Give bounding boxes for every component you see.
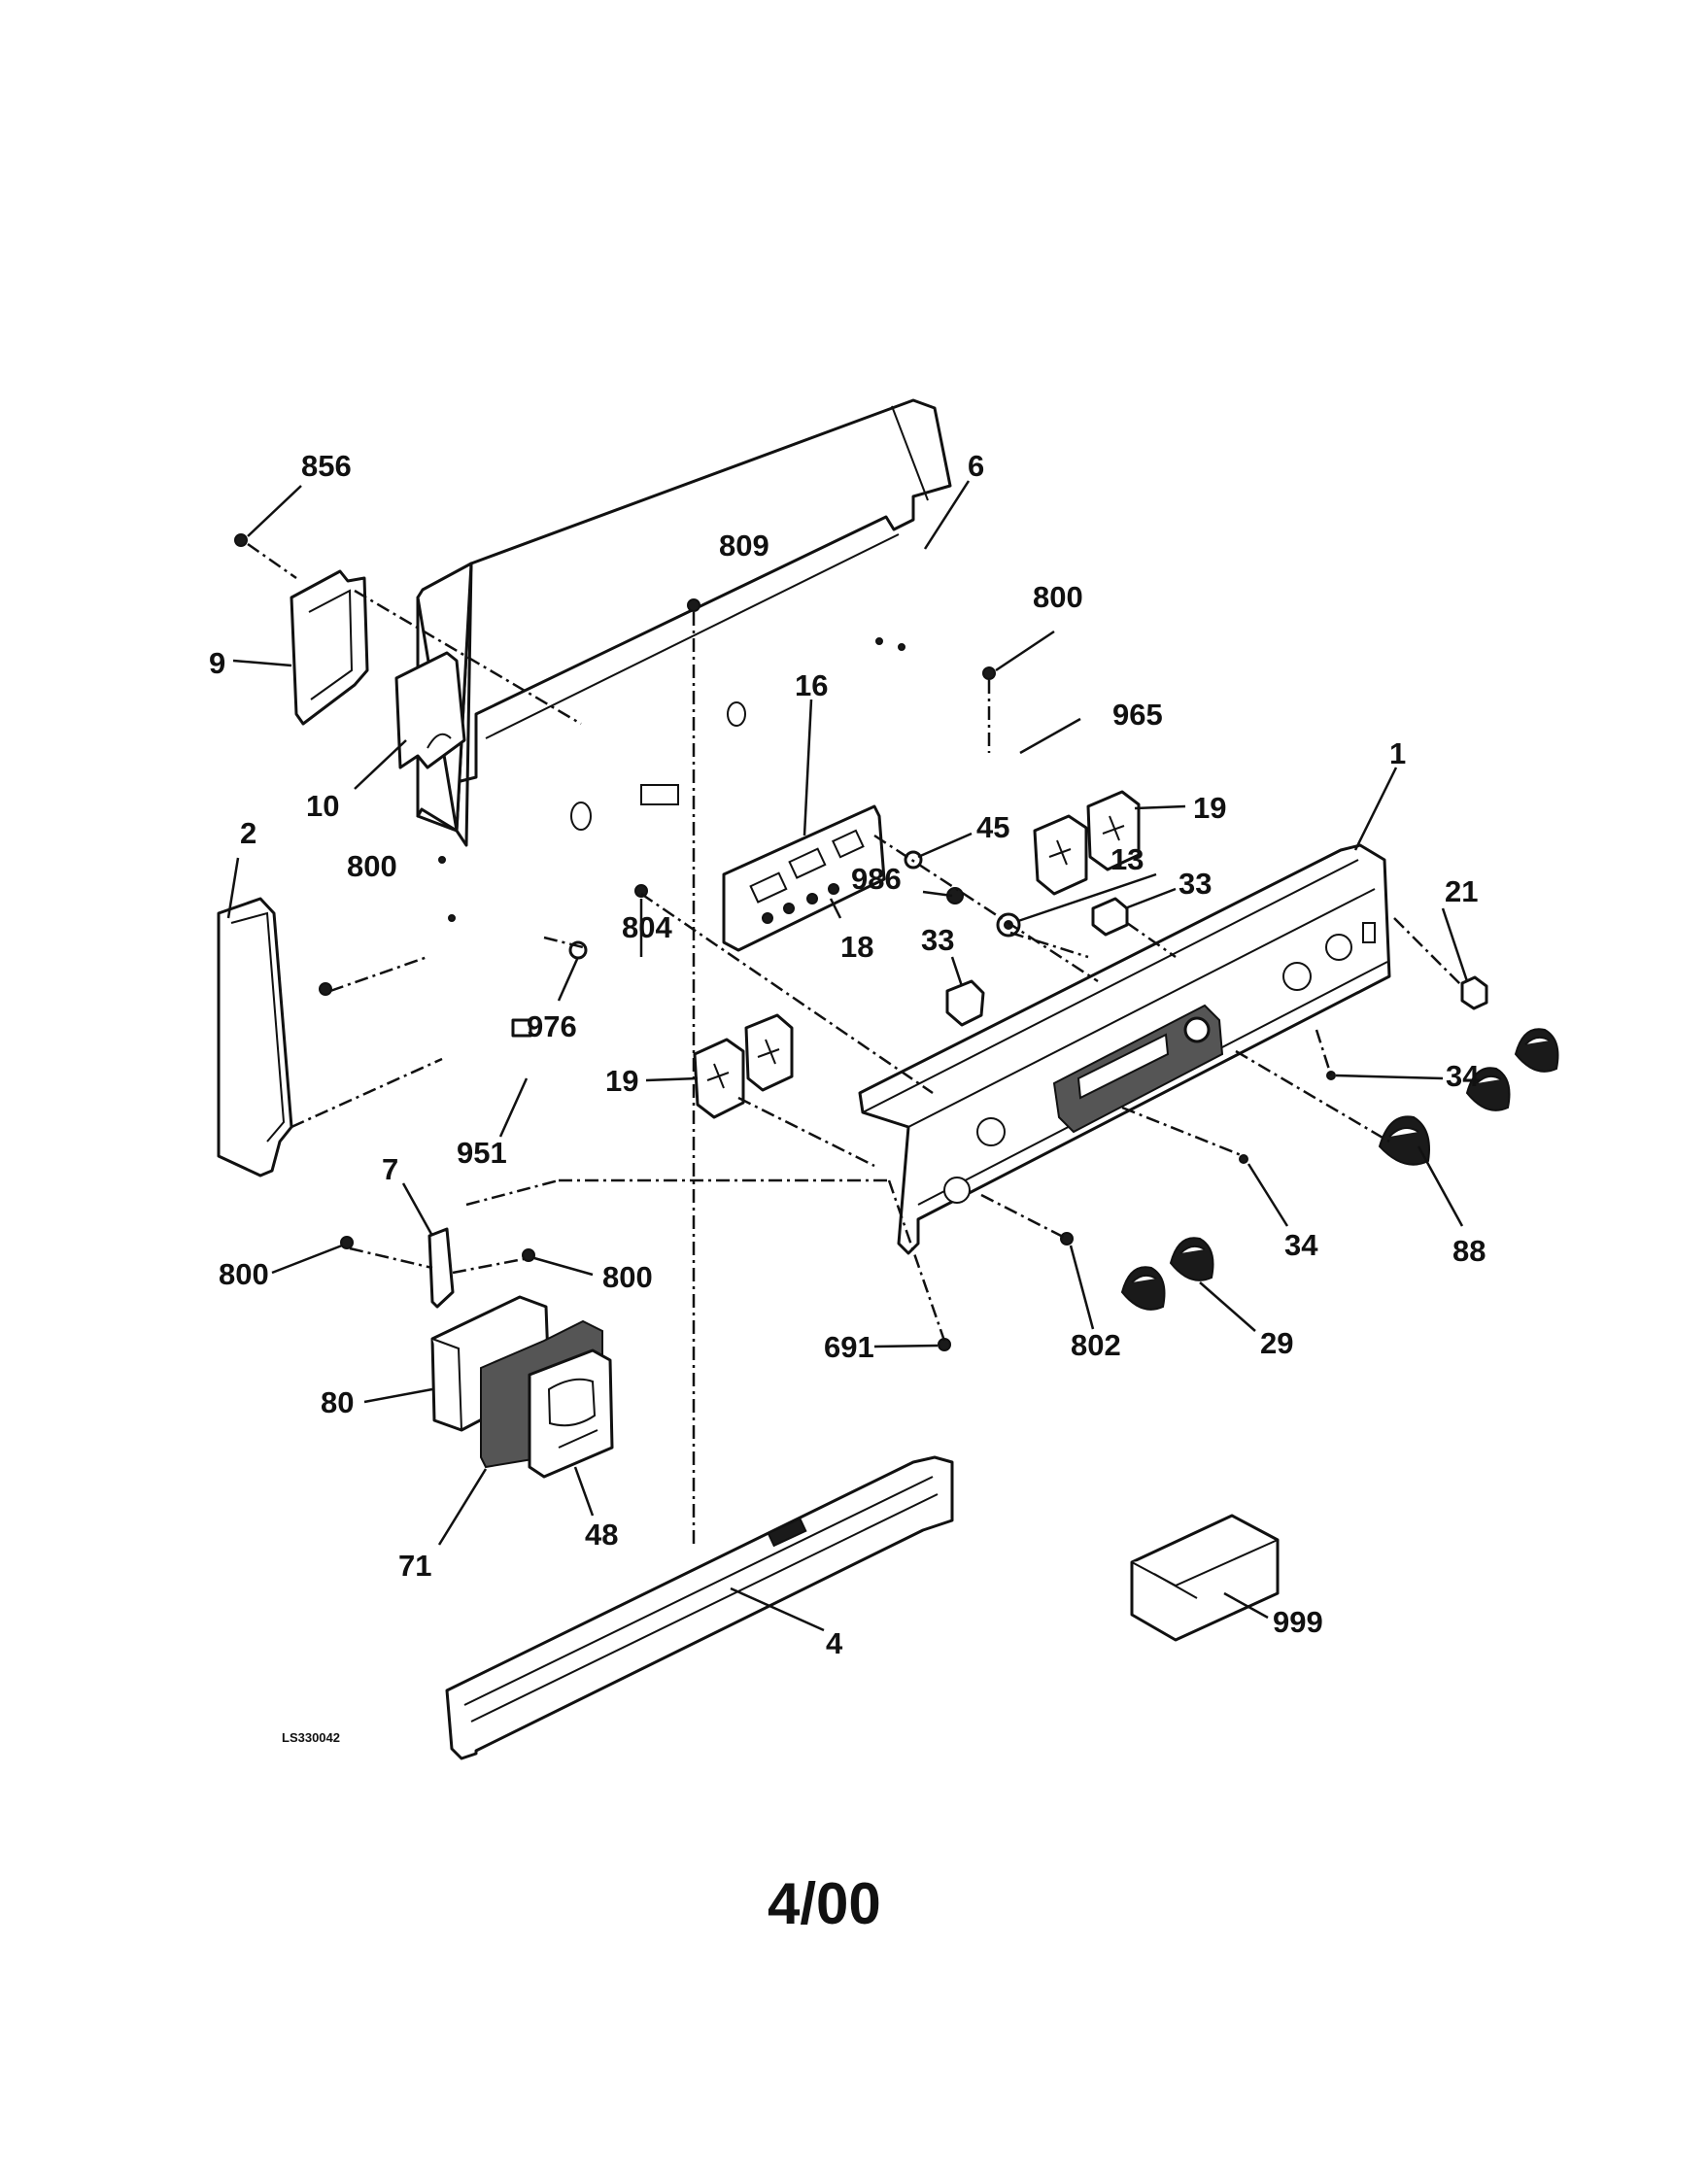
callout-809: 809 <box>719 529 769 563</box>
callout-804: 804 <box>622 910 672 944</box>
callout-16: 16 <box>795 668 828 702</box>
callout-800-left: 800 <box>347 849 397 883</box>
callout-13: 13 <box>1110 842 1144 876</box>
callout-19-lower: 19 <box>605 1064 638 1098</box>
callout-965: 965 <box>1112 698 1163 732</box>
callout-999: 999 <box>1273 1605 1323 1639</box>
callout-19-upper: 19 <box>1193 791 1226 825</box>
callout-80: 80 <box>321 1385 354 1419</box>
part-21-clip <box>1460 975 1488 1010</box>
leader-lines <box>226 480 1469 1632</box>
part-10-bracket <box>394 651 466 769</box>
callout-45: 45 <box>976 810 1009 844</box>
callout-691: 691 <box>824 1330 874 1364</box>
callout-800-top: 800 <box>1033 580 1083 614</box>
part-2-end-cap <box>217 897 293 1177</box>
part-999-box <box>1130 1514 1280 1642</box>
part-80-71-48-components <box>430 1295 614 1479</box>
assembly-lines <box>247 542 1463 1545</box>
callout-7: 7 <box>382 1152 398 1186</box>
part-16-18-control-board <box>722 804 886 952</box>
callout-1: 1 <box>1389 736 1406 770</box>
callout-800-lower-left: 800 <box>219 1257 269 1291</box>
part-19-switches-upper <box>1033 790 1141 896</box>
revision-date: 4/00 <box>768 1871 881 1936</box>
callout-33-upper: 33 <box>1179 867 1212 901</box>
callout-2: 2 <box>240 816 256 850</box>
callout-labels: 856 6 809 800 965 9 16 1 10 19 2 45 800 … <box>209 449 1486 1660</box>
callout-6: 6 <box>968 449 984 483</box>
callout-29: 29 <box>1260 1326 1293 1360</box>
drawing-code: LS330042 <box>282 1730 340 1745</box>
callout-34-right: 34 <box>1446 1059 1480 1093</box>
part-4-lower-trim <box>445 1455 954 1760</box>
callout-18: 18 <box>840 930 873 964</box>
callout-34-lower: 34 <box>1284 1228 1318 1262</box>
part-33-blocks <box>945 897 1129 1027</box>
callout-4: 4 <box>826 1626 843 1660</box>
part-9-bracket <box>290 569 369 726</box>
callout-856: 856 <box>301 449 352 483</box>
callout-71: 71 <box>398 1549 431 1583</box>
callout-21: 21 <box>1445 874 1478 908</box>
part-45-986-13-fasteners <box>904 850 1021 938</box>
part-19-switches-lower <box>693 1013 794 1119</box>
part-7-bracket <box>427 1227 455 1309</box>
callout-88: 88 <box>1452 1234 1486 1268</box>
callout-986: 986 <box>851 862 902 896</box>
callout-48: 48 <box>585 1518 618 1552</box>
part-29-knobs <box>1120 1237 1214 1311</box>
callout-10: 10 <box>306 789 339 823</box>
callout-802: 802 <box>1071 1328 1121 1362</box>
callout-800-lower-right: 800 <box>602 1260 653 1294</box>
fastener-dots <box>234 533 1336 1351</box>
callout-976: 976 <box>527 1009 577 1043</box>
callout-951: 951 <box>457 1136 507 1170</box>
callout-33-lower: 33 <box>921 923 954 957</box>
callout-9: 9 <box>209 646 225 680</box>
part-88-knobs <box>1378 1028 1559 1166</box>
